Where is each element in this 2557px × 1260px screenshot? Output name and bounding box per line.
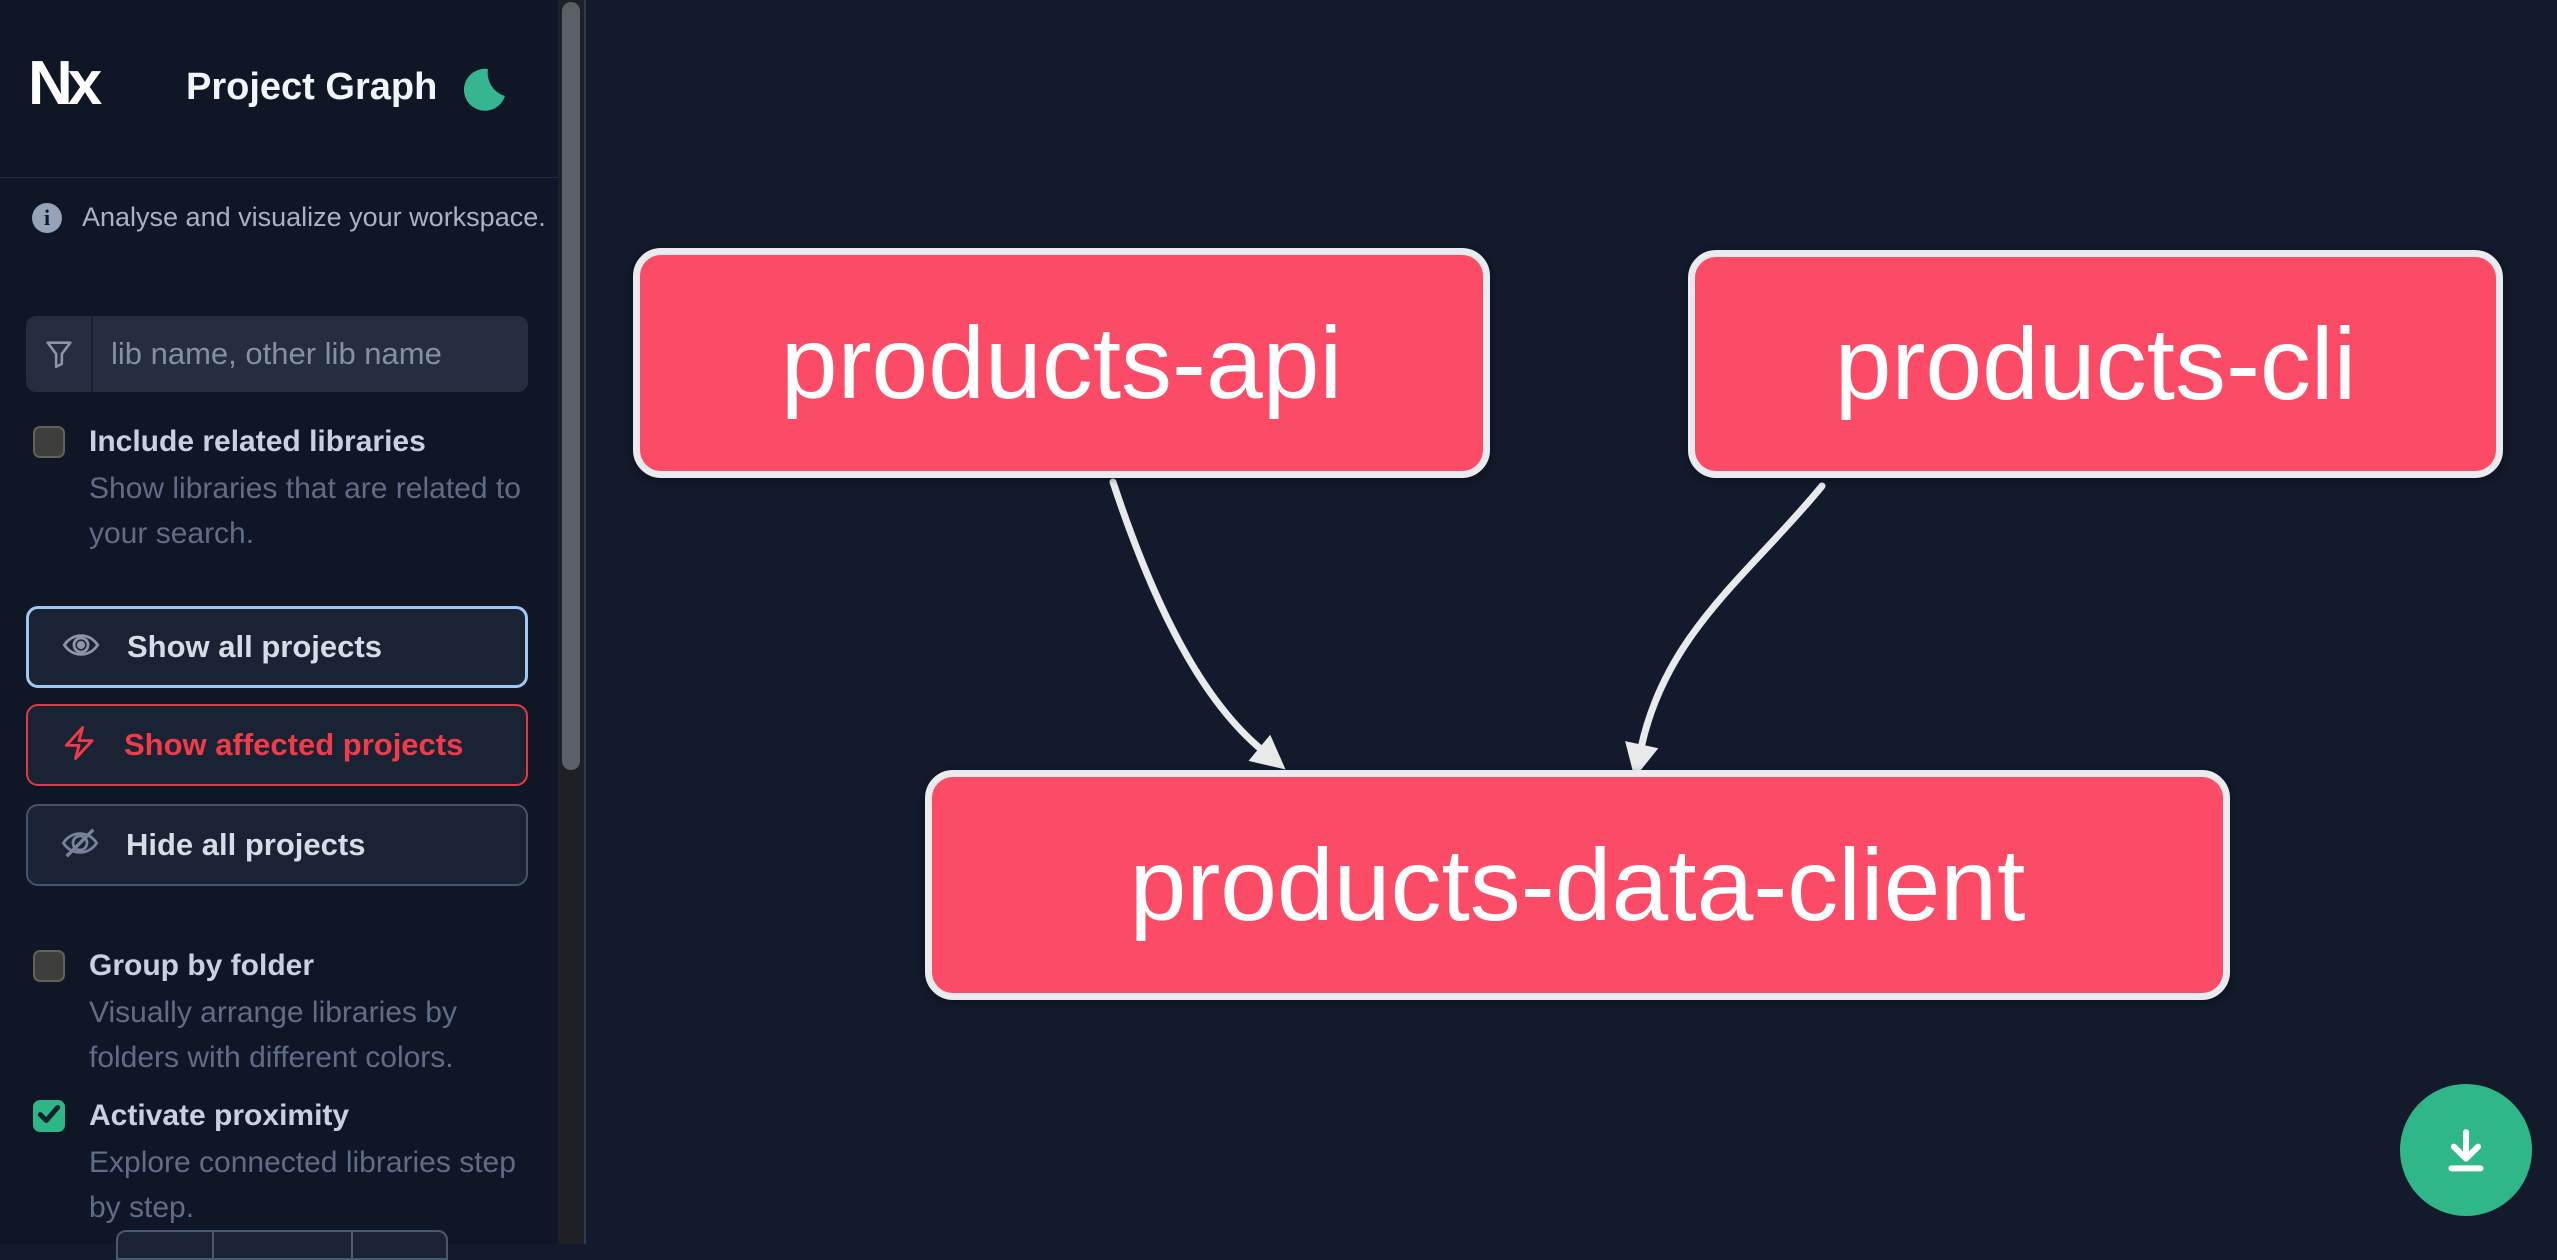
theme-toggle-button[interactable] <box>458 62 510 114</box>
info-icon: i <box>32 202 62 233</box>
sidebar-header: Nx Project Graph <box>0 0 558 178</box>
button-label: Show all projects <box>127 629 382 664</box>
moon-icon <box>458 68 510 117</box>
toggle-group-by-folder: Group by folder Visually arrange librari… <box>33 948 528 1080</box>
button-label: Show affected projects <box>124 727 464 762</box>
include-related-checkbox[interactable] <box>33 426 65 458</box>
toggle-include-related: Include related libraries Show libraries… <box>33 424 528 556</box>
sidebar-scrollbar <box>558 0 586 1244</box>
search-box <box>26 316 528 392</box>
bolt-icon <box>60 724 98 767</box>
graph-canvas[interactable] <box>588 0 2557 1244</box>
toggle-label: Include related libraries <box>89 425 426 458</box>
toggle-activate-proximity: Activate proximity Explore connected lib… <box>33 1098 528 1230</box>
nx-logo: Nx <box>28 49 102 118</box>
toggle-description: Explore connected libraries step by step… <box>89 1146 516 1224</box>
node-products-data-client[interactable]: products-data-client <box>925 770 2230 1000</box>
info-text: Analyse and visualize your workspace. <box>82 202 546 232</box>
activate-proximity-checkbox[interactable] <box>33 1100 65 1132</box>
eye-slash-icon <box>60 823 100 868</box>
toggle-label: Activate proximity <box>89 1099 350 1132</box>
scrollbar-thumb[interactable] <box>562 2 580 770</box>
eye-icon <box>61 625 101 670</box>
toggle-label: Group by folder <box>89 949 314 982</box>
download-image-button[interactable] <box>2400 1084 2532 1216</box>
hide-all-projects-button[interactable]: Hide all projects <box>26 804 528 886</box>
show-all-projects-button[interactable]: Show all projects <box>26 606 528 688</box>
checkmark-icon <box>36 1101 62 1132</box>
group-by-folder-checkbox[interactable] <box>33 950 65 982</box>
proximity-depth-control[interactable] <box>116 1230 448 1260</box>
button-label: Hide all projects <box>126 827 366 862</box>
sidebar: Nx Project Graph i Analyse and visualize… <box>0 0 558 1260</box>
toggle-description: Show libraries that are related to your … <box>89 472 521 550</box>
page-title: Project Graph <box>186 66 438 108</box>
search-input[interactable] <box>93 316 528 392</box>
download-icon <box>2437 1120 2495 1181</box>
toggle-description: Visually arrange libraries by folders wi… <box>89 996 457 1074</box>
node-products-cli[interactable]: products-cli <box>1688 250 2503 478</box>
workspace-info: i Analyse and visualize your workspace. <box>32 202 546 233</box>
show-affected-projects-button[interactable]: Show affected projects <box>26 704 528 786</box>
funnel-icon <box>26 316 93 392</box>
node-products-api[interactable]: products-api <box>633 248 1490 478</box>
